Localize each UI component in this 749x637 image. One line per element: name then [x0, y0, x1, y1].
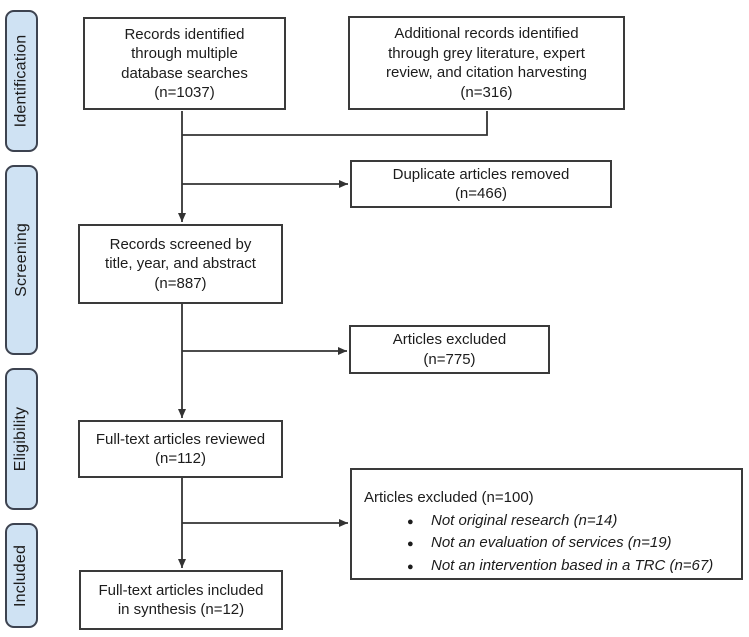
- exclusion-reason: ● Not an evaluation of services (n=19): [364, 532, 733, 555]
- box-text: Duplicate articles removed (n=466): [392, 165, 570, 203]
- reason-text: Not an intervention based in a TRC (n=67…: [431, 556, 714, 574]
- exclusion-reason: ● Not original research (n=14): [364, 510, 733, 533]
- bullet-icon: ●: [407, 515, 414, 528]
- exclusion-reasons-list: ● Not original research (n=14) ● Not an …: [364, 510, 733, 578]
- box-articles-excluded-screening: Articles excluded (n=775): [349, 325, 550, 374]
- box-text: Articles excluded (n=775): [392, 331, 507, 368]
- box-included-synthesis: Full-text articles included in synthesis…: [79, 570, 283, 630]
- bullet-icon: ●: [407, 538, 414, 550]
- stage-label-text: Eligibility: [12, 406, 30, 472]
- reason-text: Not original research (n=14): [431, 511, 618, 529]
- box-text: Full-text articles included in synthesis…: [98, 581, 264, 619]
- box-duplicates-removed: Duplicate articles removed (n=466): [350, 160, 612, 208]
- box-records-identified: Records identified through multiple data…: [83, 17, 286, 110]
- stage-label-eligibility: Eligibility: [5, 368, 38, 510]
- exclusion-reason: ● Not an intervention based in a TRC (n=…: [364, 555, 733, 578]
- box-text: Records screened by title, year, and abs…: [105, 235, 256, 292]
- stage-label-identification: Identification: [5, 10, 38, 152]
- box-text: Records identified through multiple data…: [121, 25, 248, 102]
- box-fulltext-reviewed: Full-text articles reviewed (n=112): [78, 420, 283, 478]
- box-records-screened: Records screened by title, year, and abs…: [78, 224, 283, 304]
- box-articles-excluded-fulltext: Articles excluded (n=100) ● Not original…: [350, 468, 743, 580]
- box-text: Full-text articles reviewed (n=112): [95, 430, 266, 468]
- box-text: Additional records identified through gr…: [386, 25, 587, 101]
- stage-label-text: Screening: [12, 223, 30, 297]
- box-additional-records: Additional records identified through gr…: [348, 16, 625, 110]
- bullet-icon: ●: [407, 560, 414, 573]
- exclusion-title: Articles excluded (n=100): [364, 489, 534, 506]
- connector-additional-to-stem: [182, 111, 488, 136]
- reason-text: Not an evaluation of services (n=19): [431, 534, 672, 551]
- stage-label-included: Included: [5, 523, 38, 628]
- stage-label-text: Identification: [12, 34, 30, 128]
- stage-label-screening: Screening: [5, 165, 38, 355]
- stage-label-text: Included: [12, 544, 30, 607]
